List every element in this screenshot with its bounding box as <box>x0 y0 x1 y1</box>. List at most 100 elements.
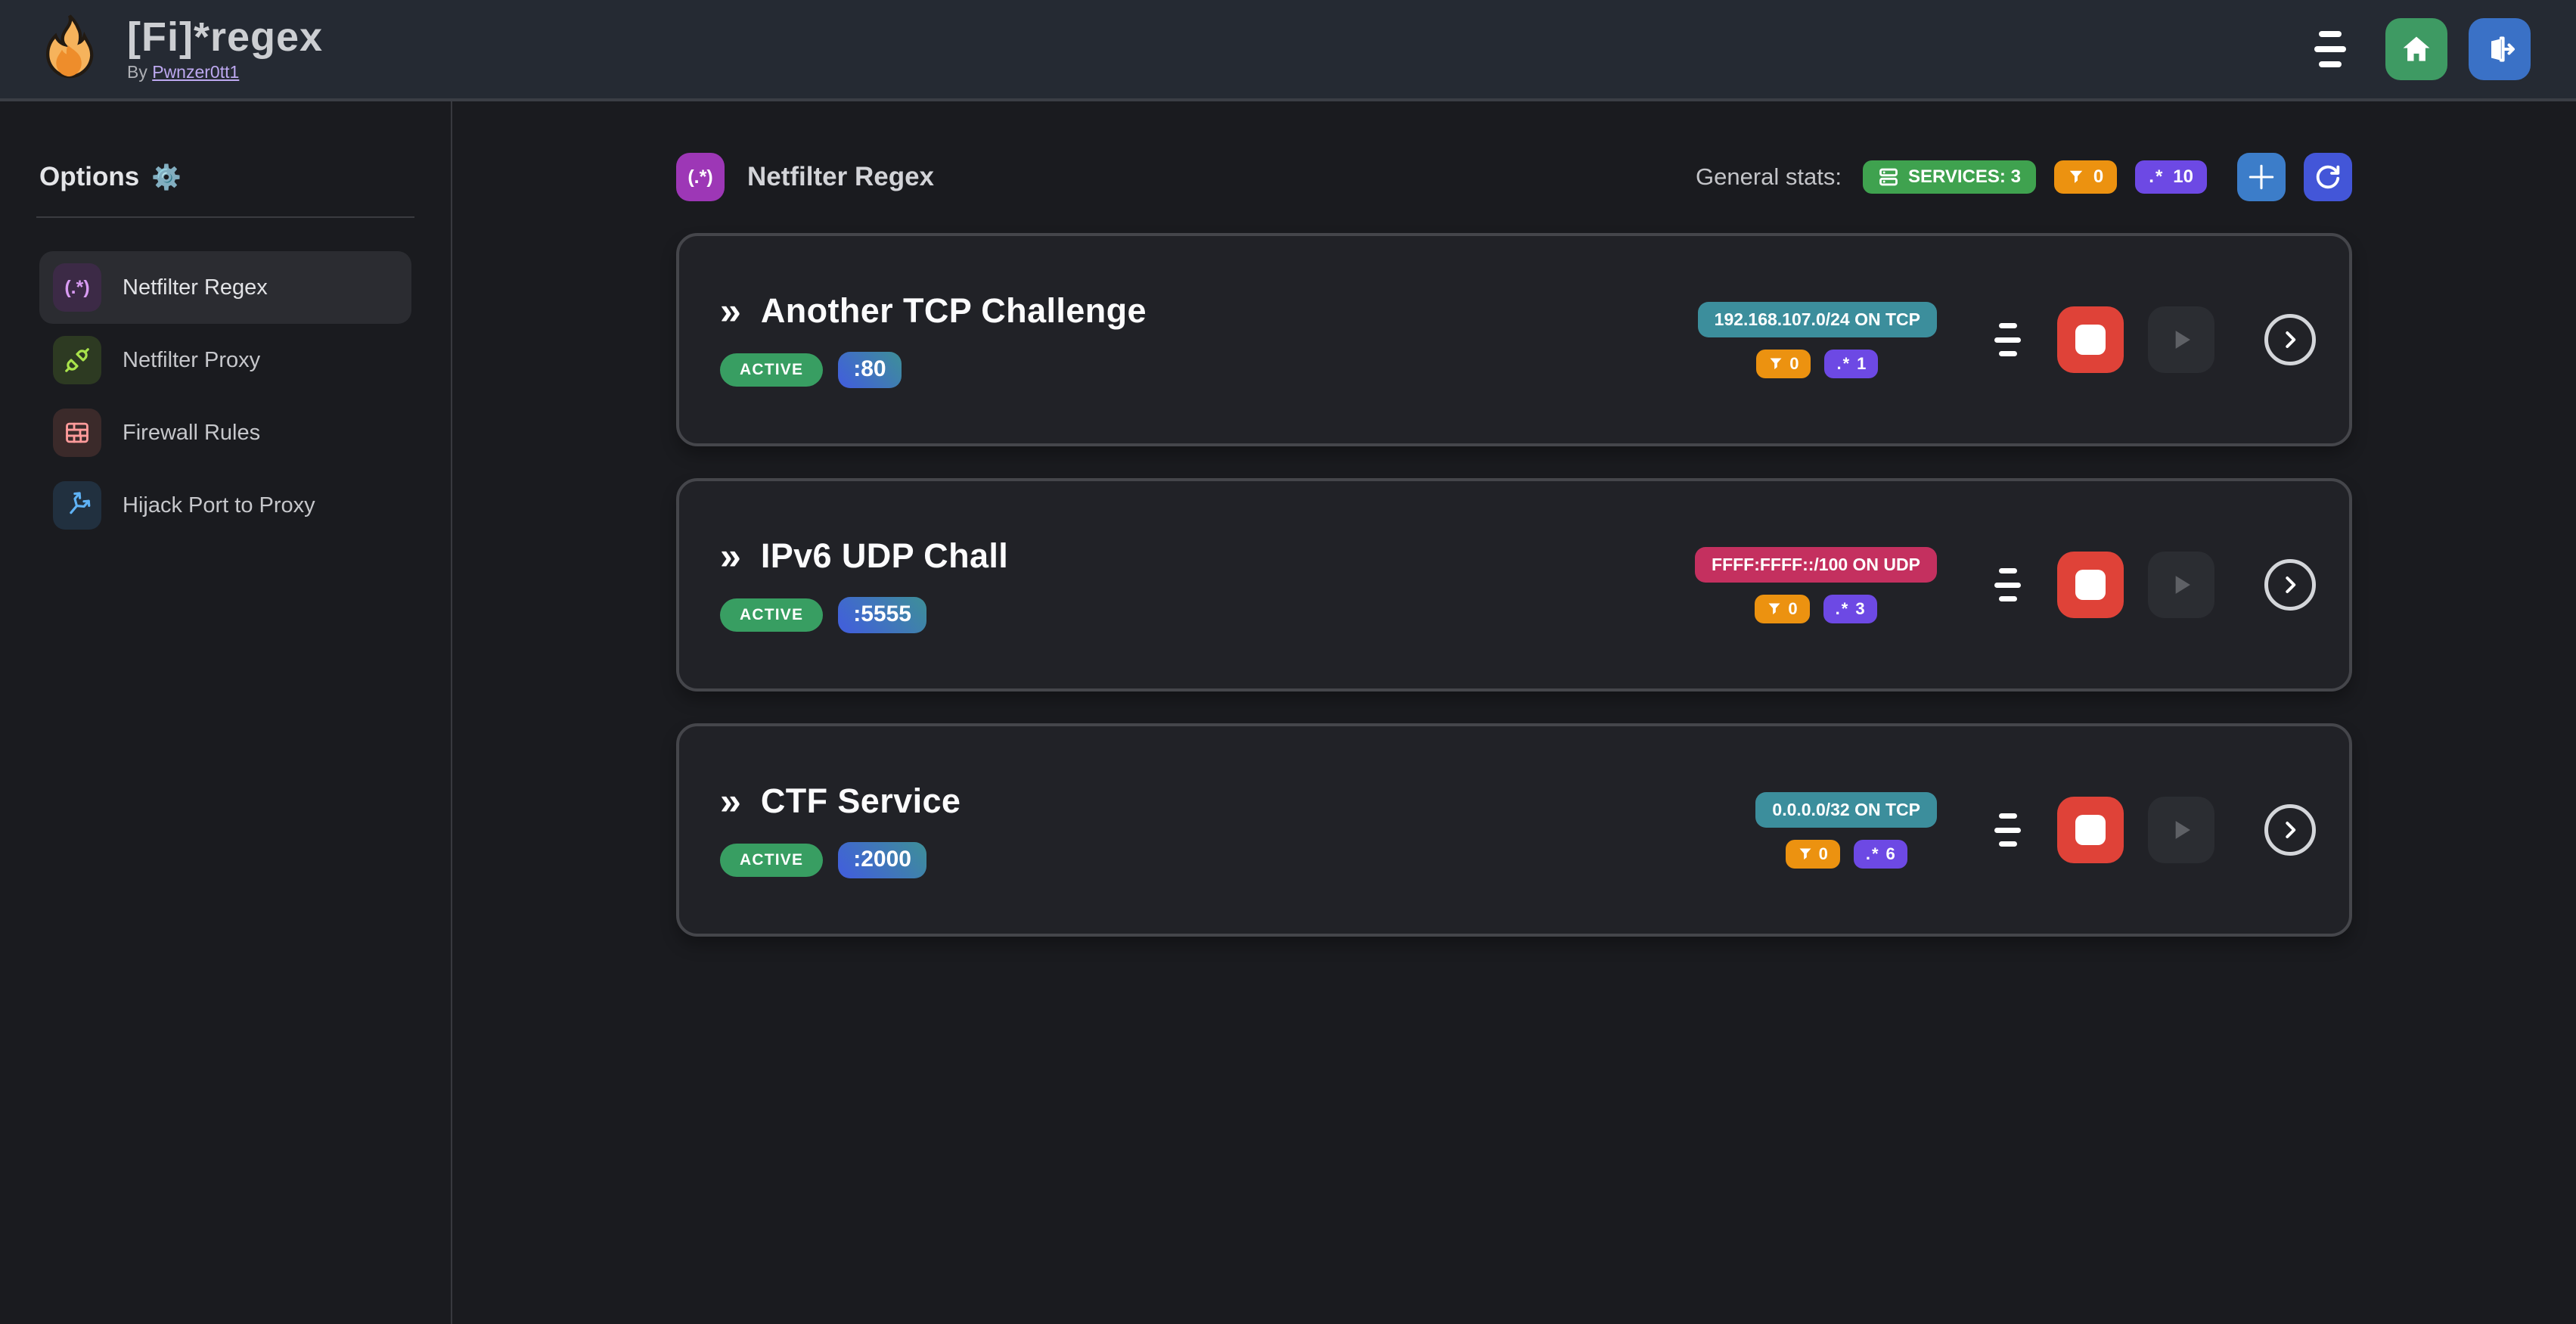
play-icon <box>2175 821 2190 839</box>
filter-icon <box>2069 170 2083 183</box>
app-title-block: [Fi]*regex By Pwnzer0tt1 <box>127 14 324 82</box>
section-title: Netfilter Regex <box>747 162 935 191</box>
port-badge: :2000 <box>838 842 926 878</box>
plug-icon <box>53 336 101 384</box>
server-icon <box>1879 168 1898 186</box>
stats-label: General stats: <box>1695 163 1842 190</box>
sidebar-item-hijack-port[interactable]: Hijack Port to Proxy <box>39 469 411 542</box>
open-service-button[interactable] <box>2264 804 2316 856</box>
sidebar-item-label: Netfilter Proxy <box>123 347 261 372</box>
regexes-count: 1 <box>1857 353 1867 373</box>
filters-count-badge: 0 <box>1755 594 1810 623</box>
home-button[interactable] <box>2385 18 2447 80</box>
refresh-button[interactable] <box>2304 153 2352 201</box>
endpoint-badge: 192.168.107.0/24 ON TCP <box>1697 301 1937 337</box>
regex-icon: .* <box>1835 598 1850 618</box>
double-chevron-icon: » <box>720 780 741 822</box>
service-menu-icon[interactable] <box>1994 319 2021 361</box>
chevron-right-icon <box>2286 577 2296 593</box>
regexes-count-badge: .* 3 <box>1823 594 1877 623</box>
menu-icon[interactable] <box>2314 26 2346 72</box>
endpoint-stats: 0.0.0.0/32 ON TCP 0 .* <box>1755 791 1937 869</box>
open-service-button[interactable] <box>2264 314 2316 365</box>
regex-icon: .* <box>1836 353 1851 373</box>
split-arrows-icon <box>53 481 101 530</box>
plus-icon <box>2249 164 2274 190</box>
app-title: [Fi]*regex <box>127 14 324 61</box>
endpoint-badge: FFFF:FFFF::/100 ON UDP <box>1695 546 1937 583</box>
sidebar-item-label: Netfilter Regex <box>123 275 268 300</box>
author-link[interactable]: Pwnzer0tt1 <box>152 61 240 82</box>
filter-icon <box>1799 848 1811 859</box>
sidebar-divider <box>36 216 414 218</box>
services-count: SERVICES: 3 <box>1907 166 2021 187</box>
sidebar-item-firewall-rules[interactable]: Firewall Rules <box>39 396 411 469</box>
status-badge: ACTIVE <box>720 598 824 632</box>
stop-service-button[interactable] <box>2057 306 2124 373</box>
stop-service-button[interactable] <box>2057 552 2124 618</box>
filters-count-badge: 0 <box>1785 839 1840 869</box>
logout-icon <box>2491 36 2515 62</box>
filters-count: 0 <box>1788 598 1798 618</box>
filters-count-badge: 0 <box>1756 349 1811 378</box>
byline-prefix: By <box>127 61 147 82</box>
byline: By Pwnzer0tt1 <box>127 62 323 82</box>
filter-icon <box>1768 603 1780 614</box>
chevron-right-icon <box>2286 331 2296 348</box>
refresh-icon <box>2316 165 2340 189</box>
regexes-count-badge: .* 1 <box>1824 349 1879 378</box>
status-badge: ACTIVE <box>720 353 824 387</box>
double-chevron-icon: » <box>720 290 741 332</box>
service-card: » Another TCP Challenge ACTIVE :80 192.1… <box>676 233 2352 446</box>
stop-icon <box>2075 570 2106 600</box>
brick-wall-icon <box>53 409 101 457</box>
main-area: (.*) Netfilter Regex General stats: SERV… <box>452 101 2576 1324</box>
firegex-flame-logo <box>46 14 94 79</box>
gear-icon: ⚙️ <box>151 163 182 191</box>
regexes-count: 6 <box>1885 844 1895 863</box>
port-badge: :80 <box>838 352 902 388</box>
regexes-count-badge: .* 10 <box>2135 160 2207 194</box>
sidebar-item-label: Hijack Port to Proxy <box>123 493 315 517</box>
sidebar-item-netfilter-proxy[interactable]: Netfilter Proxy <box>39 324 411 396</box>
section-header: (.*) Netfilter Regex General stats: SERV… <box>676 153 2352 201</box>
top-bar: [Fi]*regex By Pwnzer0tt1 <box>0 0 2576 101</box>
service-card: » IPv6 UDP Chall ACTIVE :5555 FFFF:FFFF:… <box>676 478 2352 692</box>
port-badge: :5555 <box>838 597 926 633</box>
general-stats: General stats: SERVICES: 3 <box>1696 153 2352 201</box>
filters-count: 0 <box>1818 844 1828 863</box>
sidebar-title: Options <box>39 162 140 191</box>
options-sidebar: Options ⚙️ (.*) Netfilter Regex Netfilte… <box>0 101 452 1324</box>
filters-count: 0 <box>1789 353 1799 373</box>
start-service-button[interactable] <box>2148 306 2214 373</box>
endpoint-stats: 192.168.107.0/24 ON TCP 0 .* <box>1697 301 1937 378</box>
add-service-button[interactable] <box>2237 153 2286 201</box>
filter-icon <box>1770 358 1782 369</box>
start-service-button[interactable] <box>2148 797 2214 863</box>
sidebar-item-netfilter-regex[interactable]: (.*) Netfilter Regex <box>39 251 411 324</box>
stop-icon <box>2075 815 2106 845</box>
regex-icon: .* <box>2149 166 2165 187</box>
endpoint-badge: 0.0.0.0/32 ON TCP <box>1755 791 1937 828</box>
stop-icon <box>2075 325 2106 355</box>
services-count-badge: SERVICES: 3 <box>1862 160 2036 194</box>
service-menu-icon[interactable] <box>1994 564 2021 606</box>
regex-icon: (.*) <box>53 263 101 312</box>
start-service-button[interactable] <box>2148 552 2214 618</box>
service-card: » CTF Service ACTIVE :2000 0.0.0.0/32 ON… <box>676 723 2352 937</box>
regex-icon: .* <box>1865 844 1880 863</box>
regexes-count-badge: .* 6 <box>1853 839 1907 869</box>
service-title: Another TCP Challenge <box>760 291 1147 330</box>
service-title: CTF Service <box>760 782 961 820</box>
filters-count-badge: 0 <box>2053 160 2118 194</box>
sidebar-item-label: Firewall Rules <box>123 420 261 445</box>
logout-button[interactable] <box>2469 18 2531 80</box>
service-menu-icon[interactable] <box>1994 810 2021 851</box>
endpoint-stats: FFFF:FFFF::/100 ON UDP 0 .* <box>1695 546 1937 623</box>
play-icon <box>2175 331 2190 349</box>
stop-service-button[interactable] <box>2057 797 2124 863</box>
chevron-right-icon <box>2286 822 2296 838</box>
regexes-count: 3 <box>1855 598 1865 618</box>
open-service-button[interactable] <box>2264 559 2316 611</box>
